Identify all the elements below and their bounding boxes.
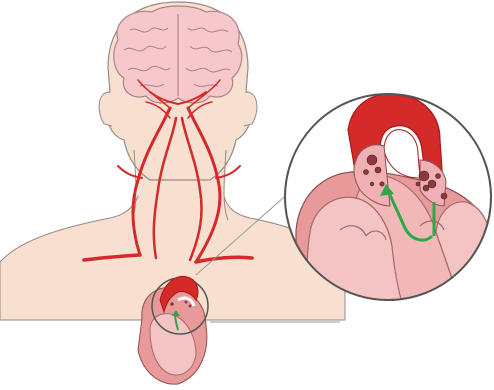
- brain: [114, 6, 242, 103]
